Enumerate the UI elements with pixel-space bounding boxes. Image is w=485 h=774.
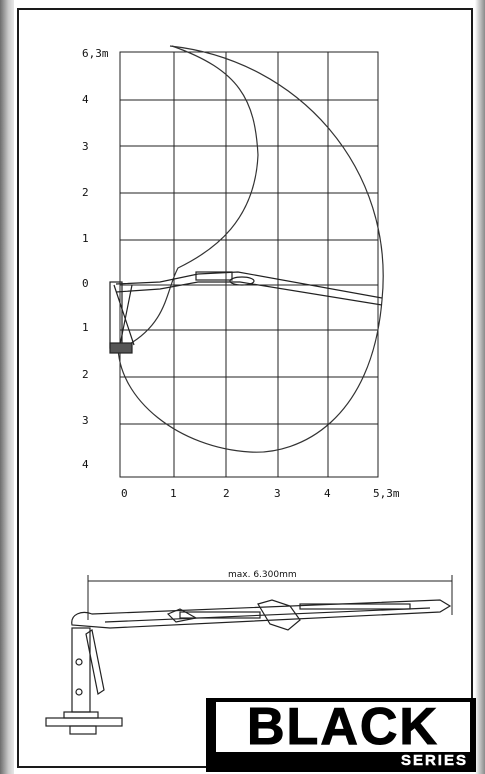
y-tick-label: 1 bbox=[82, 232, 89, 245]
right-edge-shade bbox=[475, 0, 485, 774]
left-edge-shade bbox=[0, 0, 14, 774]
black-series-logo: BLACK SERIES bbox=[206, 698, 476, 772]
base-plate bbox=[45, 717, 123, 727]
boom-knuckle bbox=[257, 599, 301, 631]
column-ram bbox=[85, 629, 105, 695]
y-axis-ticks: 6,3m 4 3 2 1 0 1 2 3 4 bbox=[82, 47, 109, 471]
reach-envelope bbox=[117, 45, 384, 453]
crane-top-view bbox=[109, 271, 383, 354]
x-tick-label: 5,3m bbox=[373, 487, 400, 500]
y-tick-label: 4 bbox=[82, 458, 89, 471]
y-tick-label: 3 bbox=[82, 414, 89, 427]
max-reach-dimension bbox=[87, 575, 453, 620]
reach-grid bbox=[119, 51, 379, 478]
boom-cylinder bbox=[195, 271, 233, 281]
base-foot bbox=[69, 725, 97, 735]
x-tick-label: 1 bbox=[170, 487, 177, 500]
y-tick-label: 4 bbox=[82, 93, 89, 106]
grid-border bbox=[119, 51, 379, 478]
x-tick-label: 3 bbox=[274, 487, 281, 500]
diagram-frame bbox=[17, 8, 473, 768]
crane-base bbox=[109, 342, 133, 354]
y-tick-label: 3 bbox=[82, 140, 89, 153]
max-reach-label: max. 6.300mm bbox=[228, 570, 297, 580]
crane-side-view bbox=[45, 599, 452, 735]
x-tick-label: 0 bbox=[121, 487, 128, 500]
y-tick-label: 2 bbox=[82, 186, 89, 199]
x-axis-ticks: 0 1 2 3 4 5,3m bbox=[121, 487, 400, 500]
side-boom-cylinder bbox=[179, 611, 261, 619]
logo-line-black: BLACK bbox=[216, 701, 470, 754]
x-tick-label: 4 bbox=[324, 487, 331, 500]
y-tick-label: 2 bbox=[82, 368, 89, 381]
y-tick-label: 6,3m bbox=[82, 47, 109, 60]
logo-line-series: SERIES bbox=[358, 752, 472, 770]
y-tick-label: 0 bbox=[82, 277, 89, 290]
turret-top bbox=[63, 711, 99, 719]
y-tick-label: 1 bbox=[82, 321, 89, 334]
x-tick-label: 2 bbox=[223, 487, 230, 500]
